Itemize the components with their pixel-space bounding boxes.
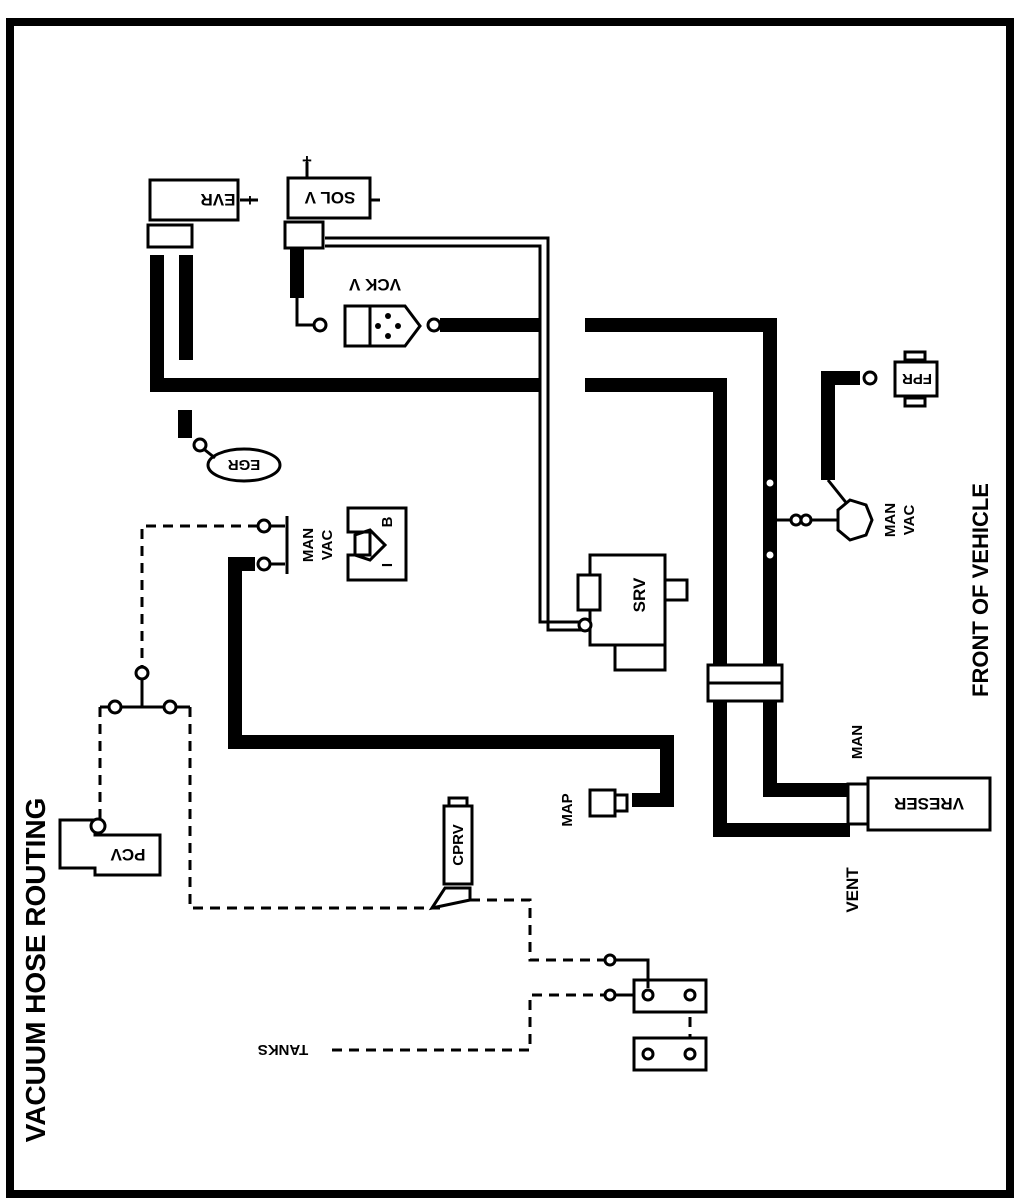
vreser-label: VRESER [894,794,964,813]
hose-evr-main [150,255,540,392]
map-label: MAP [559,793,576,826]
cprv-label: CPRV [450,824,467,865]
vckv-component: VCK V [312,275,442,348]
hose-solv-srv [325,236,585,632]
evr-label: EVR [201,190,236,209]
solv-label: SOL V [304,188,355,207]
dash-tanks-upper [470,898,610,962]
ib-connector: I B [346,506,408,582]
man-vac-right-man: MAN [882,503,899,537]
man-vac-left-vac: VAC [319,530,336,561]
srv-component: SRV [576,553,689,672]
man-vac-left-man: MAN [300,528,317,562]
dash-tanks-lower [330,993,610,1052]
front-of-vehicle-label: FRONT OF VEHICLE [968,483,993,697]
solv-component: SOL V + [283,151,372,250]
vckv-label: VCK V [348,275,401,294]
hose-fpr [821,371,860,480]
plus-sign-solv: + [302,151,312,170]
man-vac-left: MAN VAC [256,516,336,574]
tanks-valve: TANKS [258,953,708,1072]
diagram-title: VACUUM HOSE ROUTING [20,798,51,1143]
hose-vckv-left [295,298,320,327]
hose-main-right [585,378,850,837]
fpr-component: FPR [862,350,939,408]
pcv-component: PCV [58,817,162,877]
fpr-label: FPR [902,370,932,387]
hose-solv-srv-inner [325,244,585,624]
hose-fpr-t [826,479,850,506]
hose-map [228,557,674,807]
evr-component: EVR + [146,178,255,249]
map-component: MAP [559,788,629,827]
ib-i-label: I [379,563,396,567]
cprv-component: CPRV [428,796,474,911]
srv-label: SRV [630,577,649,612]
tee-junction [100,665,190,715]
man-label: MAN [849,725,866,759]
tanks-label: TANKS [258,1041,309,1058]
plus-sign-evr: + [245,191,255,210]
solid-hoses [150,245,860,837]
pcv-label: PCV [110,845,146,864]
diagram-frame [6,18,1014,1198]
man-vac-right: MAN VAC [763,476,918,562]
ib-b-label: B [379,516,396,527]
egr-label: EGR [228,456,261,473]
egr-component: EGR [192,437,282,483]
dash-man-vac-top [140,524,258,668]
man-vac-right-vac: VAC [901,505,918,536]
vreser-component: VRESER MAN VENT [843,725,992,913]
vent-label: VENT [843,867,862,913]
